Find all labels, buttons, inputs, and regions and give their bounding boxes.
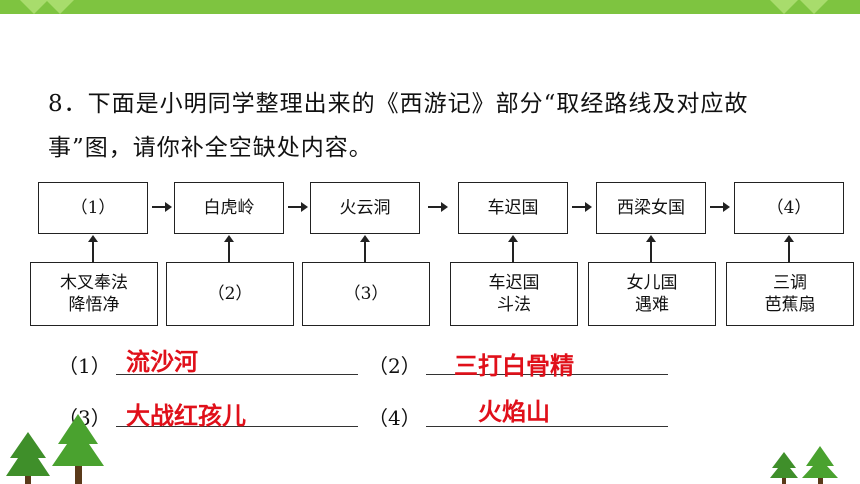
route-arrow-right (572, 202, 592, 212)
story-box-3: （3） (302, 262, 430, 326)
top-banner (0, 0, 860, 14)
tree-decoration-left (6, 414, 104, 484)
story-box-5: 女儿国 遇难 (588, 262, 716, 326)
answer-blank-3 (116, 396, 358, 427)
story-label: 木叉奉法 降悟净 (60, 273, 128, 315)
route-stop-2: 白虎岭 (174, 182, 284, 234)
story-box-2: （2） (166, 262, 294, 326)
story-arrow-up (784, 235, 794, 262)
answer-label-1: （1） (58, 354, 111, 378)
route-stop-label: 车迟国 (487, 198, 539, 218)
story-box-6: 三调 芭蕉扇 (726, 262, 854, 326)
banner-triangle-decoration (46, 0, 74, 14)
story-label: 女儿国 遇难 (626, 273, 678, 315)
answer-blank-2 (426, 344, 668, 375)
banner-triangle-decoration (20, 0, 48, 14)
answer-value-1: 流沙河 (126, 347, 198, 376)
story-label: 车迟国 斗法 (488, 273, 540, 315)
story-arrow-up (508, 235, 518, 262)
story-label: （2） (207, 284, 253, 304)
route-stop-label: 火云洞 (339, 198, 391, 218)
route-stop-6: （4） (734, 182, 844, 234)
story-label: （3） (343, 284, 389, 304)
answer-value-2: 三打白骨精 (454, 351, 574, 380)
question-text: 8．下面是小明同学整理出来的《西游记》部分“取经路线及对应故事”图，请你补全空缺… (48, 91, 749, 161)
story-box-4: 车迟国 斗法 (450, 262, 578, 326)
route-arrow-right (288, 202, 308, 212)
story-arrow-up (360, 235, 370, 262)
route-stop-5: 西梁女国 (596, 182, 706, 234)
story-box-1: 木叉奉法 降悟净 (30, 262, 158, 326)
route-stop-3: 火云洞 (310, 182, 420, 234)
route-stop-1: （1） (38, 182, 148, 234)
answer-blank-4 (426, 396, 668, 427)
answer-blank-1 (116, 344, 358, 375)
route-arrow-right (710, 202, 730, 212)
answer-value-3: 大战红孩儿 (126, 401, 246, 430)
story-arrow-up (224, 235, 234, 262)
answer-label-2: （2） (368, 354, 421, 378)
route-stop-label: （4） (766, 198, 812, 218)
route-arrow-right (428, 202, 448, 212)
route-arrow-right (152, 202, 172, 212)
banner-triangle-decoration (800, 0, 828, 14)
answer-value-4: 火焰山 (478, 397, 550, 426)
tree-decoration-right (770, 446, 838, 484)
story-label: 三调 芭蕉扇 (764, 273, 816, 315)
story-arrow-up (88, 235, 98, 262)
banner-triangle-decoration (770, 0, 798, 14)
answer-label-4: （4） (368, 406, 421, 430)
route-stop-label: 白虎岭 (203, 198, 255, 218)
route-stop-4: 车迟国 (458, 182, 568, 234)
story-arrow-up (646, 235, 656, 262)
route-stop-label: 西梁女国 (617, 198, 685, 218)
route-stop-label: （1） (70, 198, 116, 218)
